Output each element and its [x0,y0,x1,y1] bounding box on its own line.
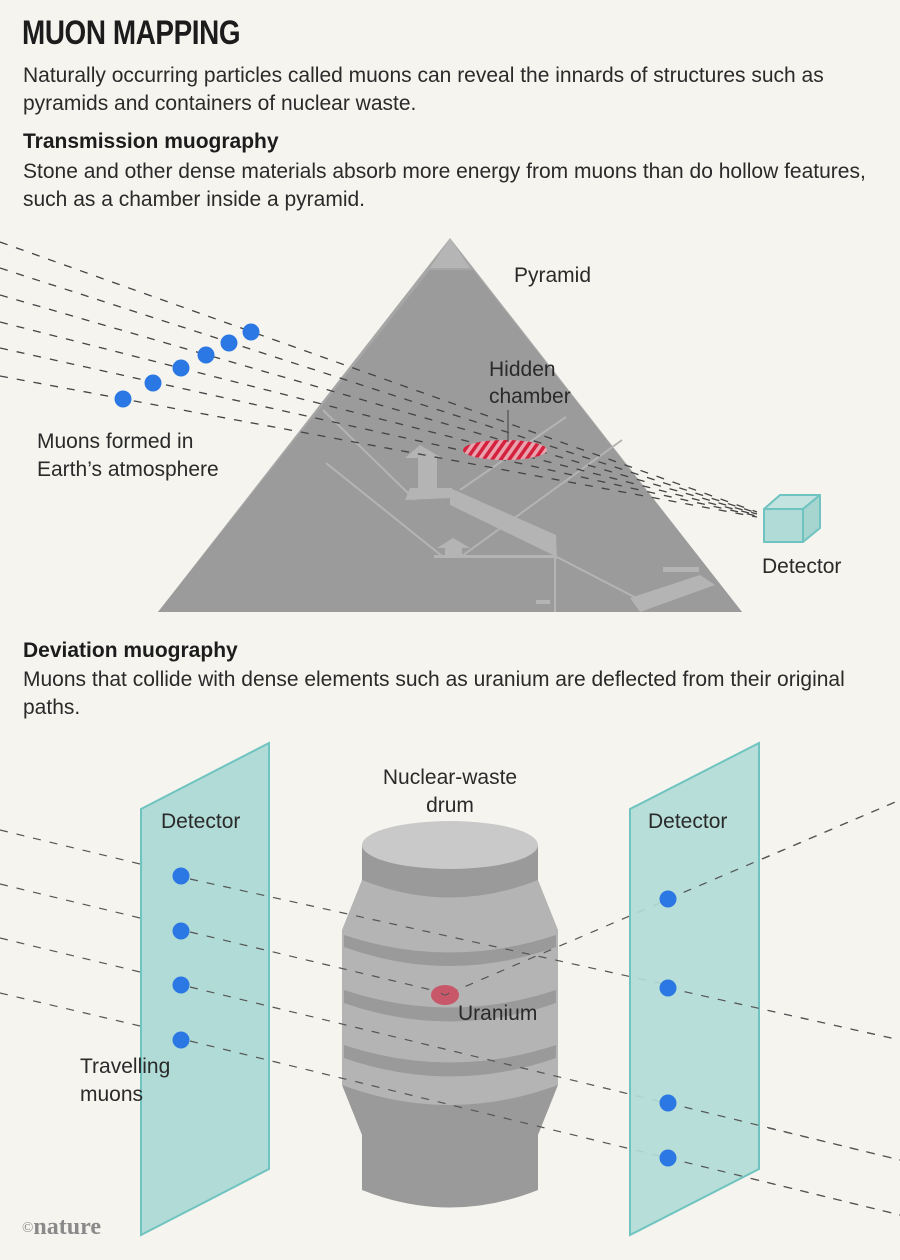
deviation-heading: Deviation muography [23,639,238,662]
right-detector-plane [629,741,760,1237]
muons-left-detector [172,867,190,1049]
left-detector-plane [140,741,270,1237]
left-detector-label: Detector [161,810,240,833]
muons-right-detector [659,890,677,1167]
right-detector-label: Detector [648,810,727,833]
pyramid-label: Pyramid [514,264,591,287]
muon-icon [659,890,677,908]
cube-detector-icon [763,494,821,543]
transmission-description: Stone and other dense materials absorb m… [23,160,866,211]
muon-icon [659,979,677,997]
muon-icon [172,922,190,940]
muon-icon [172,867,190,885]
travelling-muons-label-line1: Travelling [80,1055,170,1078]
muons-label-line2: Earth’s atmosphere [37,458,219,481]
intro-text: Naturally occurring particles called muo… [23,64,824,115]
nature-credit-logo: ©nature [22,1214,101,1241]
transmission-heading: Transmission muography [23,130,279,153]
pyramid [158,238,742,612]
detector-label: Detector [762,555,841,578]
muon-icon [220,334,238,352]
muon-icon [659,1094,677,1112]
page-title: MUON MAPPING [22,14,241,52]
muons-transmission [114,323,260,408]
uranium-label: Uranium [458,1002,537,1025]
credit-text: nature [33,1214,101,1240]
copyright-symbol: © [22,1220,34,1236]
pyramid-passages [322,409,641,612]
muon-icon [144,374,162,392]
drum-label-line1: Nuclear-waste [383,766,517,789]
muon-icon [242,323,260,341]
muon-paths-transmission [0,241,758,518]
travelling-muons-label-line2: muons [80,1083,143,1106]
muon-icon [197,346,215,364]
muon-icon [172,359,190,377]
muon-icon [114,390,132,408]
muon-icon [659,1149,677,1167]
chamber-label-line2: chamber [489,385,571,408]
incoming-muon-paths [0,829,141,1027]
pyramid-chambers [405,445,715,612]
muon-icon [172,1031,190,1049]
hidden-chamber [463,440,547,460]
drum-label-line2: drum [426,794,474,817]
muons-label-line1: Muons formed in [37,430,193,453]
muon-icon [172,976,190,994]
deviation-description: Muons that collide with dense elements s… [23,668,845,719]
chamber-label-line1: Hidden [489,358,556,381]
